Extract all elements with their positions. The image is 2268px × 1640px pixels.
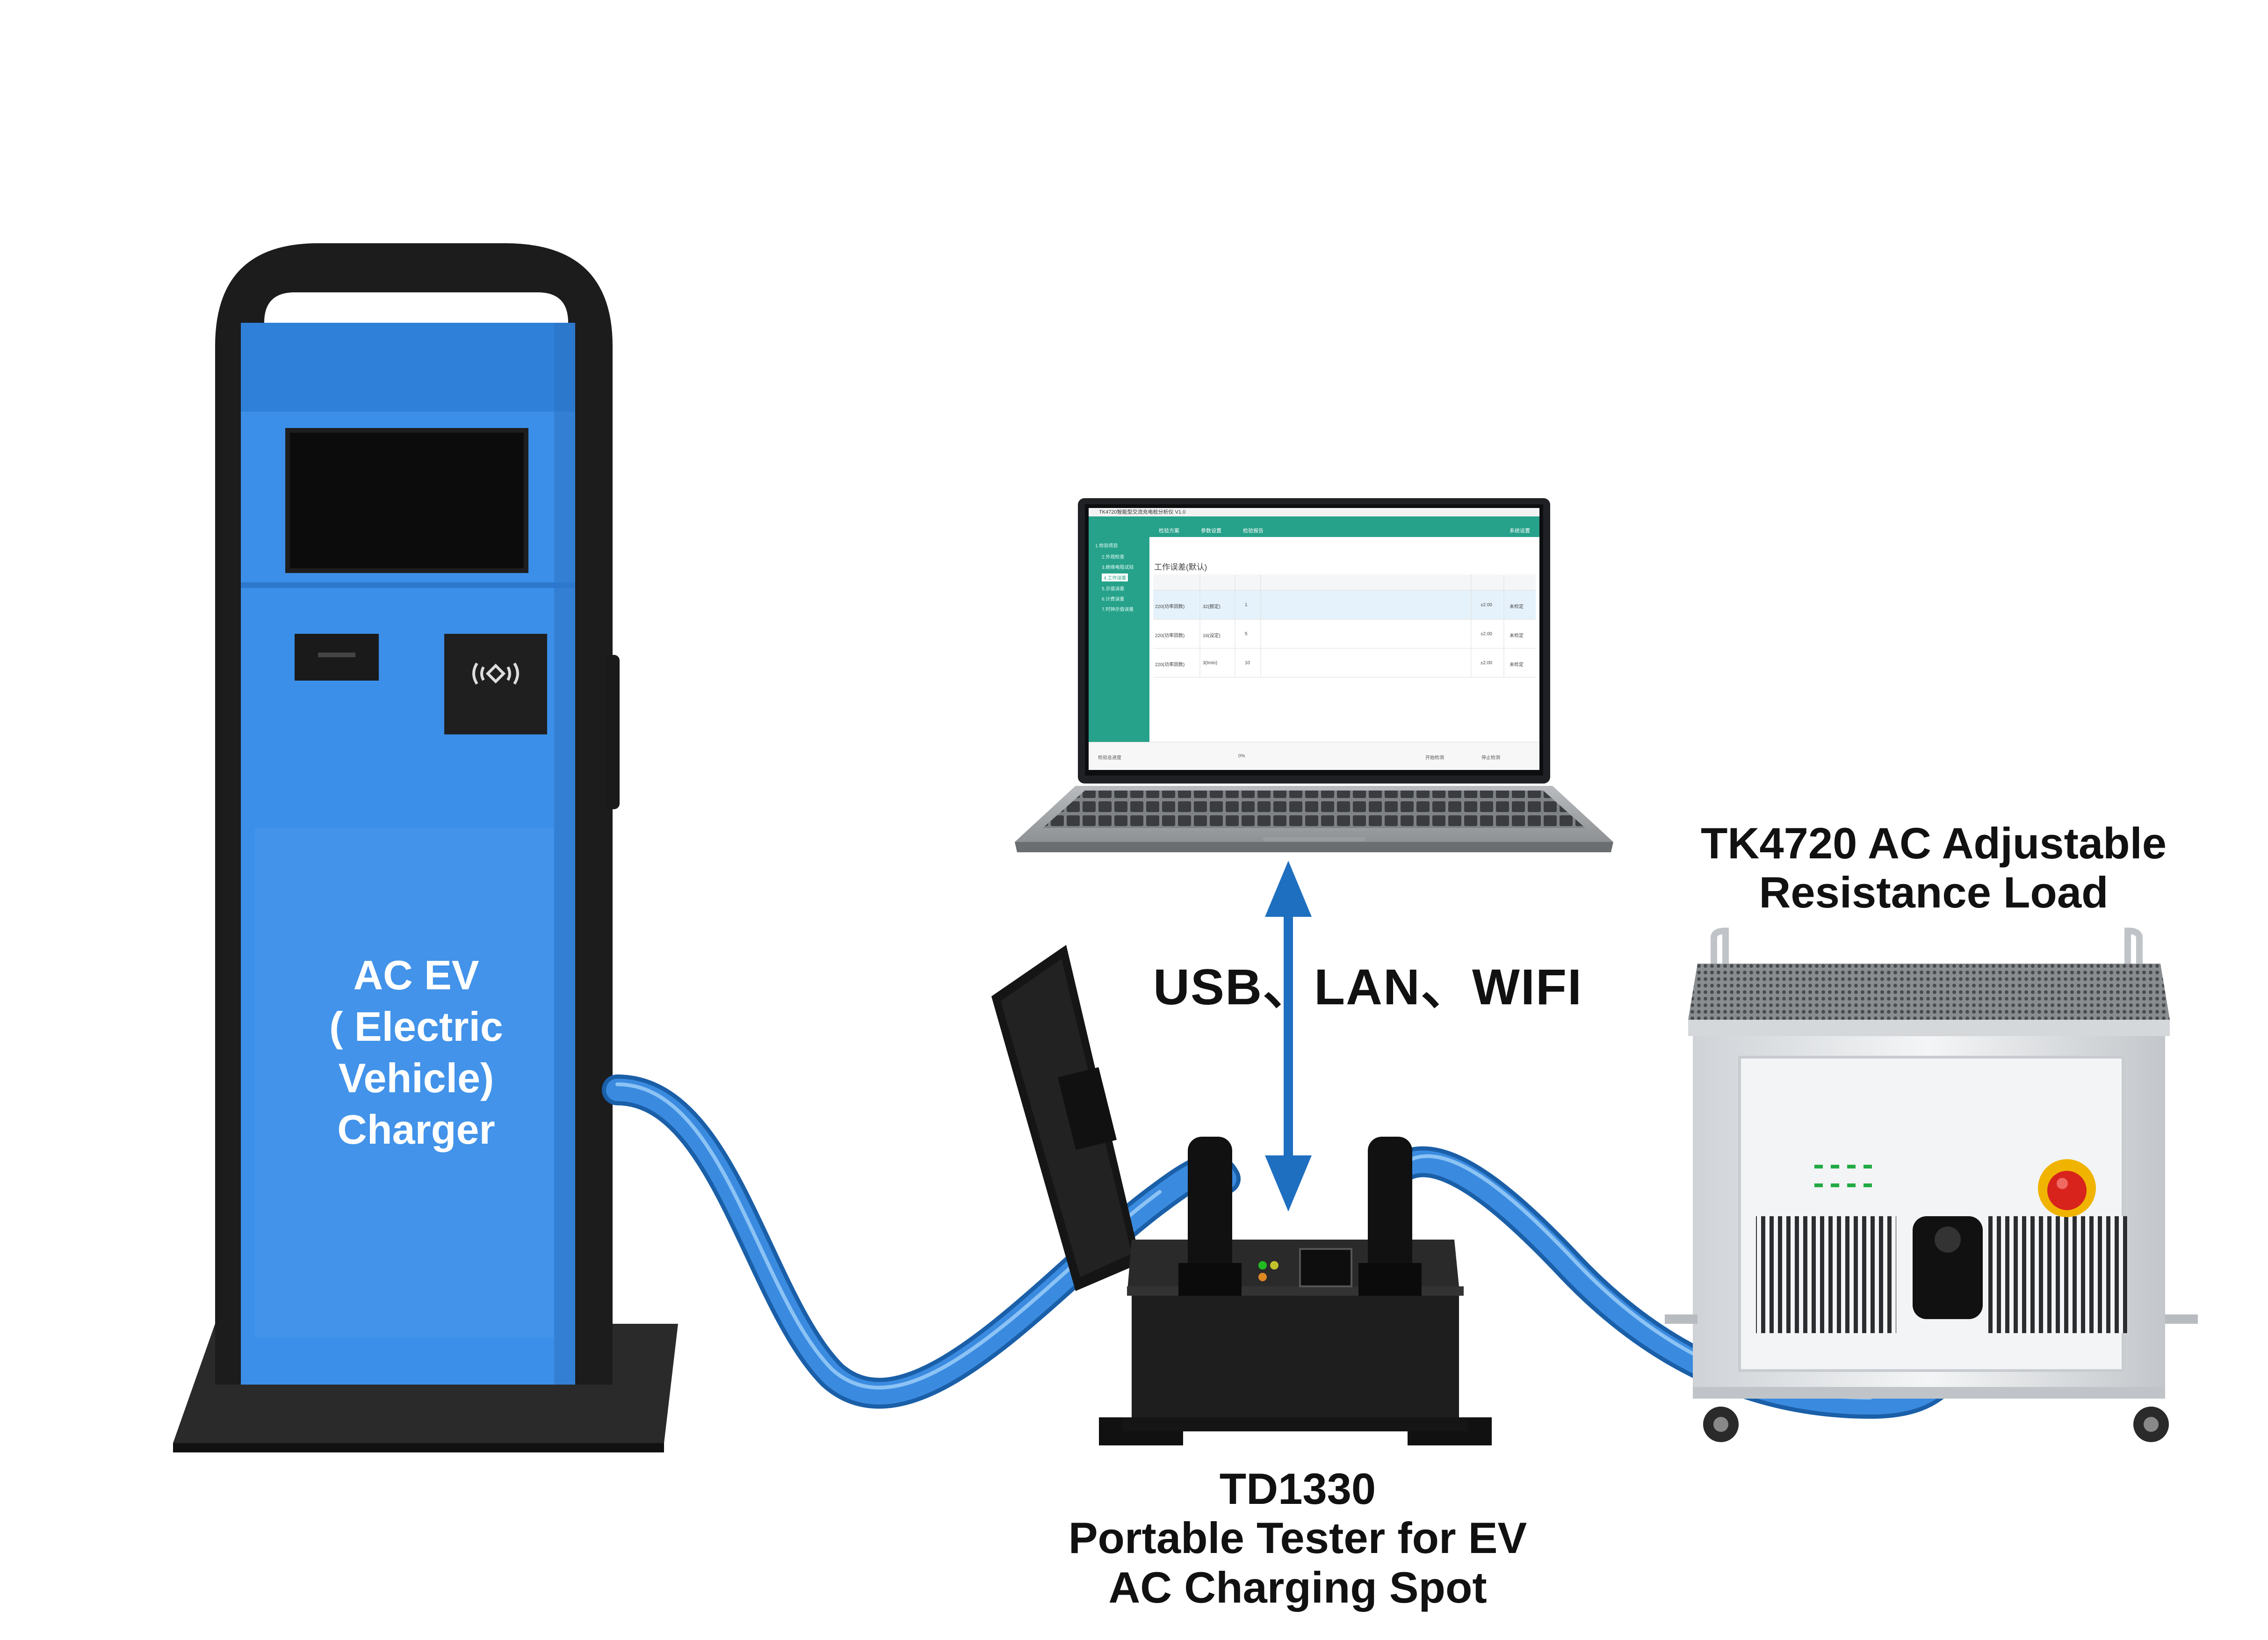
charger-label-line: Vehicle) xyxy=(338,1055,494,1101)
toolbar-item-plan[interactable]: 检验方案 xyxy=(1159,528,1179,534)
charger-label-line: AC EV xyxy=(353,952,479,998)
tester-label-line: TD1330 xyxy=(1219,1464,1376,1513)
bidirectional-arrow xyxy=(1265,861,1312,1212)
table-cell: 32(额定) xyxy=(1203,604,1221,610)
start-button[interactable]: 开始检测 xyxy=(1425,755,1444,761)
window-title: TK4720智能型交流充电桩分析仪 V1.0 xyxy=(1089,508,1539,516)
emergency-stop-icon xyxy=(2038,1159,2096,1217)
load-label-line: Resistance Load xyxy=(1759,868,2109,917)
sidebar-item-4[interactable]: 5.示值误差 xyxy=(1102,587,1125,592)
table-cell: ±2.00 xyxy=(1481,631,1492,637)
td1330-tester xyxy=(991,945,1492,1445)
table-cell: ±2.00 xyxy=(1481,660,1492,666)
toolbar-item-params[interactable]: 参数设置 xyxy=(1201,528,1221,534)
table-cell: 3(Imin) xyxy=(1203,660,1218,666)
table-cell: 10 xyxy=(1245,660,1250,666)
stop-button[interactable]: 停止检测 xyxy=(1481,755,1500,761)
table-cell: 未检定 xyxy=(1510,604,1524,610)
charging-cable-left xyxy=(602,1074,1241,1409)
progress-label: 检验总进度 xyxy=(1098,755,1121,761)
sidebar-item-5[interactable]: 6.计费误差 xyxy=(1102,597,1125,602)
table-cell: 未检定 xyxy=(1510,662,1524,668)
tester-label-line: Portable Tester for EV xyxy=(1068,1513,1527,1563)
toolbar-item-settings[interactable]: 系统设置 xyxy=(1510,528,1530,534)
laptop-screen-ui: TK4720智能型交流充电桩分析仪 V1.0 检验方案 参数设置 检验报告 系统… xyxy=(1089,508,1539,770)
ac-ev-charger xyxy=(173,243,678,1452)
sidebar-item-1[interactable]: 2.外观检查 xyxy=(1102,555,1125,560)
tk4720-resistance-load xyxy=(1665,927,2198,1442)
toolbar: 检验方案 参数设置 检验报告 系统设置 xyxy=(1089,516,1539,537)
sidebar-item-0[interactable]: 1.检验项目 xyxy=(1095,544,1118,549)
toolbar-item-report[interactable]: 检验报告 xyxy=(1243,528,1264,534)
tester-label: TD1330 Portable Tester for EV AC Chargin… xyxy=(1005,1464,1590,1612)
results-table: 220(功率因数) 32(额定) 1 ±2.00 未检定 220(功率因数) 1… xyxy=(1153,574,1536,685)
sidebar-item-3[interactable]: 4.工作误差 xyxy=(1102,573,1128,581)
section-title: 工作误差(默认) xyxy=(1154,563,1207,572)
charger-label: AC EV ( Electric Vehicle) Charger xyxy=(262,950,571,1155)
sidebar: 1.检验项目 2.外观检查 3.绝缘电阻试验 4.工作误差 5.示值误差 6.计… xyxy=(1089,537,1149,742)
progress-value: 0% xyxy=(1238,754,1245,759)
table-cell: 220(功率因数) xyxy=(1155,662,1185,668)
screen-footer: 检验总进度 0% 开始检测 停止检测 xyxy=(1089,742,1539,770)
sidebar-item-2[interactable]: 3.绝缘电阻试验 xyxy=(1102,565,1134,570)
table-cell: 220(功率因数) xyxy=(1155,633,1185,639)
load-label-line: TK4720 AC Adjustable xyxy=(1701,819,2167,868)
table-cell: 1 xyxy=(1245,602,1248,608)
table-cell: 16(设定) xyxy=(1203,633,1221,639)
charger-label-line: ( Electric xyxy=(329,1003,503,1050)
table-cell: ±2.00 xyxy=(1481,602,1492,608)
connection-label: USB、LAN、WIFI xyxy=(1153,958,1582,1015)
charger-label-line: Charger xyxy=(337,1106,495,1153)
table-cell: 未检定 xyxy=(1510,633,1524,639)
table-cell: 220(功率因数) xyxy=(1155,604,1185,610)
load-label: TK4720 AC Adjustable Resistance Load xyxy=(1665,819,2203,917)
tester-label-line: AC Charging Spot xyxy=(1108,1562,1487,1612)
table-cell: 5 xyxy=(1245,631,1248,637)
nfc-icon xyxy=(472,662,519,685)
sidebar-item-6[interactable]: 7.时钟示值误差 xyxy=(1102,607,1134,612)
